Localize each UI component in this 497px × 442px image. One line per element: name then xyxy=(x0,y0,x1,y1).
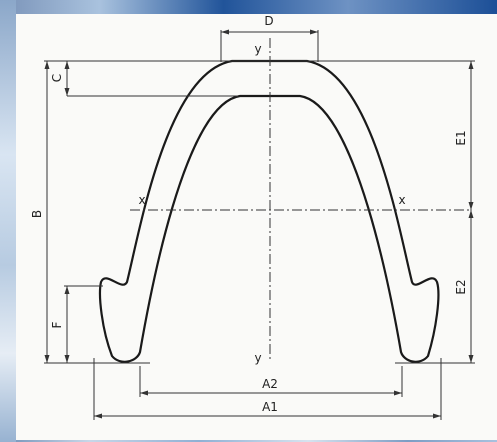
label-x-right: x xyxy=(398,193,405,207)
label-e2: E2 xyxy=(454,279,468,294)
dim-d-arrow-left xyxy=(221,29,229,35)
label-c: C xyxy=(50,74,64,82)
label-e1: E1 xyxy=(454,130,468,145)
top-border-strip xyxy=(0,0,497,14)
dim-a2-arrow-left xyxy=(140,390,148,396)
dim-f-arrow-top xyxy=(64,286,70,294)
dim-a1-arrow-right xyxy=(433,413,441,419)
label-a1: A1 xyxy=(262,400,278,414)
dim-e2-arrow-top xyxy=(468,210,474,218)
dim-d-arrow-right xyxy=(310,29,318,35)
label-a2: A2 xyxy=(262,377,278,391)
dim-f-arrow-bottom xyxy=(64,355,70,363)
dim-e1-arrow-bottom xyxy=(468,202,474,210)
label-y-top: y xyxy=(254,42,261,56)
profile-outer-contour xyxy=(98,59,440,363)
label-d: D xyxy=(264,14,273,28)
dim-b-arrow-bottom xyxy=(44,355,50,363)
dim-e2-arrow-bottom xyxy=(468,355,474,363)
label-y-bottom: y xyxy=(254,351,261,365)
dim-e1-arrow-top xyxy=(468,61,474,69)
drawing-sheet xyxy=(16,14,497,440)
dim-c-arrow-bottom xyxy=(64,88,70,96)
label-b: B xyxy=(30,210,44,218)
label-f: F xyxy=(50,321,64,328)
left-border-strip xyxy=(0,0,16,442)
label-x-left: x xyxy=(138,193,145,207)
dim-c-arrow-top xyxy=(64,61,70,69)
dim-a1-arrow-left xyxy=(94,413,102,419)
dim-a2-arrow-right xyxy=(394,390,402,396)
dim-b-arrow-top xyxy=(44,61,50,69)
